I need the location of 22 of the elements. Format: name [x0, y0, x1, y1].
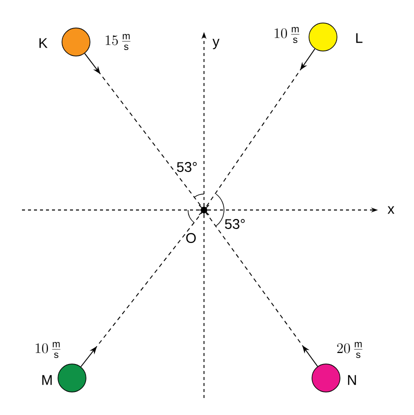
trajectory-arrow — [206, 212, 318, 367]
trajectory-arrow — [80, 212, 202, 368]
angle-label: 53° — [176, 162, 197, 172]
angle-label: 53° — [224, 219, 245, 229]
axis-label: y — [212, 38, 220, 50]
ball-label: N — [348, 375, 356, 385]
ball — [58, 364, 86, 392]
trajectory-arrow — [205, 48, 316, 208]
ball-label: K — [39, 38, 48, 48]
origin-point — [200, 206, 208, 214]
trajectory-arrow — [84, 52, 202, 208]
speed-label: $20\,\frac{\mathrm{m}}{\mathrm{s}}$ — [337, 342, 362, 358]
ball-label: O — [186, 233, 196, 243]
axis-label: x — [388, 206, 394, 214]
ball-label: L — [356, 33, 362, 43]
speed-label: $10\,\frac{\mathrm{m}}{\mathrm{s}}$ — [36, 342, 60, 358]
speed-label: $15\,\frac{\mathrm{m}}{\mathrm{s}}$ — [106, 34, 130, 50]
ball-label: M — [42, 375, 52, 385]
ball — [62, 28, 90, 56]
ball — [312, 364, 340, 392]
speed-label: $10\,\frac{\mathrm{m}}{\mathrm{s}}$ — [274, 27, 300, 43]
ball — [308, 22, 338, 52]
